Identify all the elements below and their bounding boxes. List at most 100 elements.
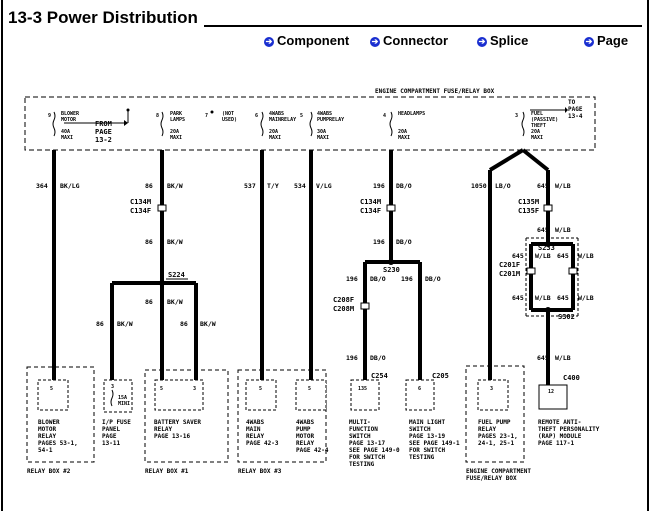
svg-text:13-4: 13-4 bbox=[568, 113, 583, 120]
svg-text:645: 645 bbox=[537, 354, 549, 362]
svg-text:5: 5 bbox=[259, 386, 262, 392]
svg-text:BK/W: BK/W bbox=[167, 238, 183, 246]
title-rule bbox=[204, 25, 642, 27]
remote-anti-theft-module: C400 12 REMOTE ANTI- THEFT PERSONALITY (… bbox=[538, 374, 600, 447]
svg-text:I/P FUSE: I/P FUSE bbox=[102, 419, 131, 426]
nav-splice-link[interactable]: ➔Splice bbox=[477, 33, 529, 48]
svg-text:645: 645 bbox=[537, 182, 549, 190]
connector-c134f: C134F bbox=[130, 207, 151, 215]
splice-s302: S302 bbox=[558, 313, 575, 321]
svg-text:W/LB: W/LB bbox=[555, 182, 571, 190]
svg-text:RELAY: RELAY bbox=[478, 426, 496, 433]
svg-text:FUEL PUMP: FUEL PUMP bbox=[478, 419, 511, 426]
nav-connector-link[interactable]: ➔Connector bbox=[370, 33, 448, 48]
svg-text:MAXI: MAXI bbox=[170, 135, 182, 141]
svg-text:MOTOR: MOTOR bbox=[296, 433, 314, 440]
nav-page-link[interactable]: ➔Page bbox=[584, 33, 629, 48]
svg-text:MAXI: MAXI bbox=[61, 135, 73, 141]
svg-text:W/LB: W/LB bbox=[535, 294, 551, 302]
splice-s224: S224 bbox=[168, 271, 185, 279]
svg-text:4WABS: 4WABS bbox=[296, 419, 314, 426]
svg-text:FUSE/RELAY BOX: FUSE/RELAY BOX bbox=[466, 475, 517, 482]
svg-text:13-2: 13-2 bbox=[95, 136, 112, 144]
svg-text:W/LB: W/LB bbox=[578, 252, 594, 260]
svg-text:W/LB: W/LB bbox=[555, 354, 571, 362]
svg-text:12: 12 bbox=[548, 389, 554, 395]
svg-text:W/LB: W/LB bbox=[535, 252, 551, 260]
ip-fuse-panel: 3 15A MINI I/P FUSE PANEL PAGE 13-11 bbox=[102, 379, 133, 447]
svg-text:BK/W: BK/W bbox=[167, 182, 183, 190]
svg-text:54-1: 54-1 bbox=[38, 447, 53, 454]
svg-text:5: 5 bbox=[300, 113, 303, 119]
svg-text:MULTI-: MULTI- bbox=[349, 419, 371, 426]
svg-text:LB/O: LB/O bbox=[495, 182, 511, 190]
svg-text:TESTING: TESTING bbox=[349, 461, 375, 468]
svg-text:534: 534 bbox=[294, 182, 306, 190]
svg-text:FUEL: FUEL bbox=[531, 111, 543, 117]
svg-text:BK/W: BK/W bbox=[167, 298, 183, 306]
svg-text:W/LB: W/LB bbox=[555, 226, 571, 234]
svg-text:ENGINE COMPARTMENT: ENGINE COMPARTMENT bbox=[466, 468, 531, 475]
svg-text:RELAY BOX #3: RELAY BOX #3 bbox=[238, 468, 282, 475]
svg-text:C134M: C134M bbox=[360, 198, 381, 206]
svg-text:MAIN: MAIN bbox=[246, 426, 261, 433]
engine-compartment-box: 3 FUEL PUMP RELAY PAGES 23-1, 24-1, 25-1… bbox=[465, 365, 531, 482]
svg-text:6: 6 bbox=[255, 113, 258, 119]
svg-text:645: 645 bbox=[512, 294, 524, 302]
nav-arrow-icon: ➔ bbox=[370, 37, 380, 47]
svg-text:MAIN LIGHT: MAIN LIGHT bbox=[409, 419, 446, 426]
svg-text:SEE PAGE 149-0: SEE PAGE 149-0 bbox=[349, 447, 400, 454]
svg-text:20A: 20A bbox=[170, 129, 179, 135]
relay-box-2: 5 BLOWER MOTOR RELAY PAGES 53-1, 54-1 RE… bbox=[26, 366, 95, 475]
svg-text:24-1, 25-1: 24-1, 25-1 bbox=[478, 440, 515, 447]
svg-text:20A: 20A bbox=[269, 129, 278, 135]
svg-text:135: 135 bbox=[358, 386, 367, 392]
svg-text:4WABS: 4WABS bbox=[317, 111, 332, 117]
svg-text:40A: 40A bbox=[61, 129, 70, 135]
fuse-relay-box: ENGINE COMPARTMENT FUSE/RELAY BOX TO PAG… bbox=[24, 88, 596, 151]
svg-text:30A: 30A bbox=[317, 129, 326, 135]
svg-text:BK/W: BK/W bbox=[200, 320, 216, 328]
svg-text:USED): USED) bbox=[222, 117, 237, 123]
svg-text:PARK: PARK bbox=[170, 111, 182, 117]
svg-text:TESTING: TESTING bbox=[409, 454, 435, 461]
svg-text:PUMPRELAY: PUMPRELAY bbox=[317, 117, 344, 123]
wire-blower: 364 BK/LG bbox=[36, 150, 80, 380]
svg-text:13-11: 13-11 bbox=[102, 440, 120, 447]
nav-arrow-icon: ➔ bbox=[264, 37, 274, 47]
svg-text:BK/W: BK/W bbox=[117, 320, 133, 328]
svg-text:4WABS: 4WABS bbox=[269, 111, 284, 117]
svg-text:LAMPS: LAMPS bbox=[170, 117, 185, 123]
svg-text:BLOWER: BLOWER bbox=[38, 419, 60, 426]
svg-text:7: 7 bbox=[205, 113, 208, 119]
splice-s230: S230 bbox=[383, 266, 400, 274]
svg-text:MOTOR: MOTOR bbox=[38, 426, 56, 433]
svg-text:REMOTE ANTI-: REMOTE ANTI- bbox=[538, 419, 581, 426]
svg-text:THEFT PERSONALITY: THEFT PERSONALITY bbox=[538, 426, 600, 433]
svg-text:645: 645 bbox=[557, 252, 569, 260]
svg-text:MAINRELAY: MAINRELAY bbox=[269, 117, 296, 123]
svg-text:RELAY BOX #2: RELAY BOX #2 bbox=[27, 468, 71, 475]
svg-text:196: 196 bbox=[401, 275, 413, 283]
svg-text:86: 86 bbox=[96, 320, 104, 328]
svg-text:DB/O: DB/O bbox=[370, 275, 386, 283]
svg-text:PAGE 13-19: PAGE 13-19 bbox=[409, 433, 446, 440]
svg-text:5: 5 bbox=[50, 386, 53, 392]
svg-text:8: 8 bbox=[156, 113, 159, 119]
svg-text:86: 86 bbox=[145, 182, 153, 190]
connector-c134m: C134M bbox=[130, 198, 151, 206]
svg-text:3: 3 bbox=[490, 386, 493, 392]
svg-text:645: 645 bbox=[557, 294, 569, 302]
svg-text:645: 645 bbox=[512, 252, 524, 260]
svg-text:RELAY: RELAY bbox=[246, 433, 264, 440]
nav-component-link[interactable]: ➔Component bbox=[264, 33, 350, 48]
svg-text:TO: TO bbox=[568, 99, 576, 106]
svg-text:3: 3 bbox=[193, 386, 196, 392]
svg-text:20A: 20A bbox=[531, 129, 540, 135]
svg-text:RELAY: RELAY bbox=[154, 426, 172, 433]
svg-text:PANEL: PANEL bbox=[102, 426, 120, 433]
relay-box-3: 5 5 4WABS MAIN RELAY PAGE 42-3 4WABS PUM… bbox=[237, 369, 329, 475]
svg-text:86: 86 bbox=[180, 320, 188, 328]
